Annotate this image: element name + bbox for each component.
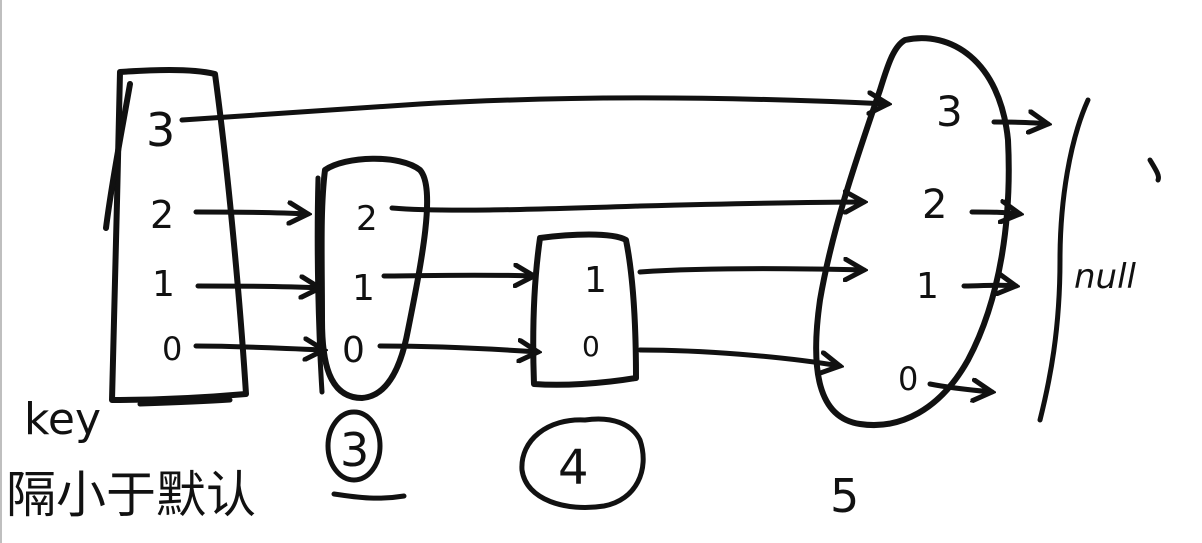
arrow-box5-0-to-null [927,384,992,392]
arrow-box4-0-to-box5 [637,347,840,366]
box-5-caption: 5 [830,469,859,523]
key-box-bottom-stroke [137,397,233,407]
box-3-caption-underline [331,491,407,501]
box-5-outline [813,35,1012,428]
arrow-key2-to-box3 [193,212,308,214]
box-3-key-2: 2 [356,199,378,239]
arrow-box5-1-to-null [961,285,1016,286]
box-4-key-0: 0 [582,330,600,363]
null-region-outline [1037,97,1091,423]
box-5-key-1: 1 [916,266,939,307]
arrow-key1-to-box3 [195,286,320,288]
key-box-outline [109,67,249,403]
box-4-caption-circle [519,416,646,510]
box-3-key-0: 0 [342,330,365,371]
arrow-box4-1-to-box5 [637,269,864,272]
arrow-box5-2-to-null [969,212,1020,214]
box-5-key-3: 3 [936,87,963,136]
box-3-caption: 3 [340,423,369,477]
arrow-box3-2-to-box5 [389,202,864,210]
box-4-outline [530,231,639,388]
box-3-key-1: 1 [352,268,375,309]
key-box-key-1: 1 [152,264,175,305]
arrow-key0-to-box3 [193,346,324,350]
box-3-caption-circle [325,409,383,483]
arrow-box3-1-to-box4 [381,275,534,276]
key-box-left-stroke [103,81,133,231]
box-4-caption: 4 [558,440,589,496]
key-box-key-0: 0 [162,330,182,368]
null-label: null [1074,257,1137,297]
box-4-key-1: 1 [584,260,607,301]
note-label: 隔小于默认 [6,466,256,524]
arrow-key3-to-box5 [179,98,888,123]
box-5-key-2: 2 [922,182,947,228]
arrow-box5-3-to-null [991,122,1048,124]
box-5-key-0: 0 [898,360,918,398]
key-label: key [24,394,101,445]
key-box-key-2: 2 [150,193,174,237]
key-box-key-3: 3 [146,103,175,157]
null-region-right-stroke [1147,157,1161,183]
arrow-box3-0-to-box4 [377,346,538,352]
